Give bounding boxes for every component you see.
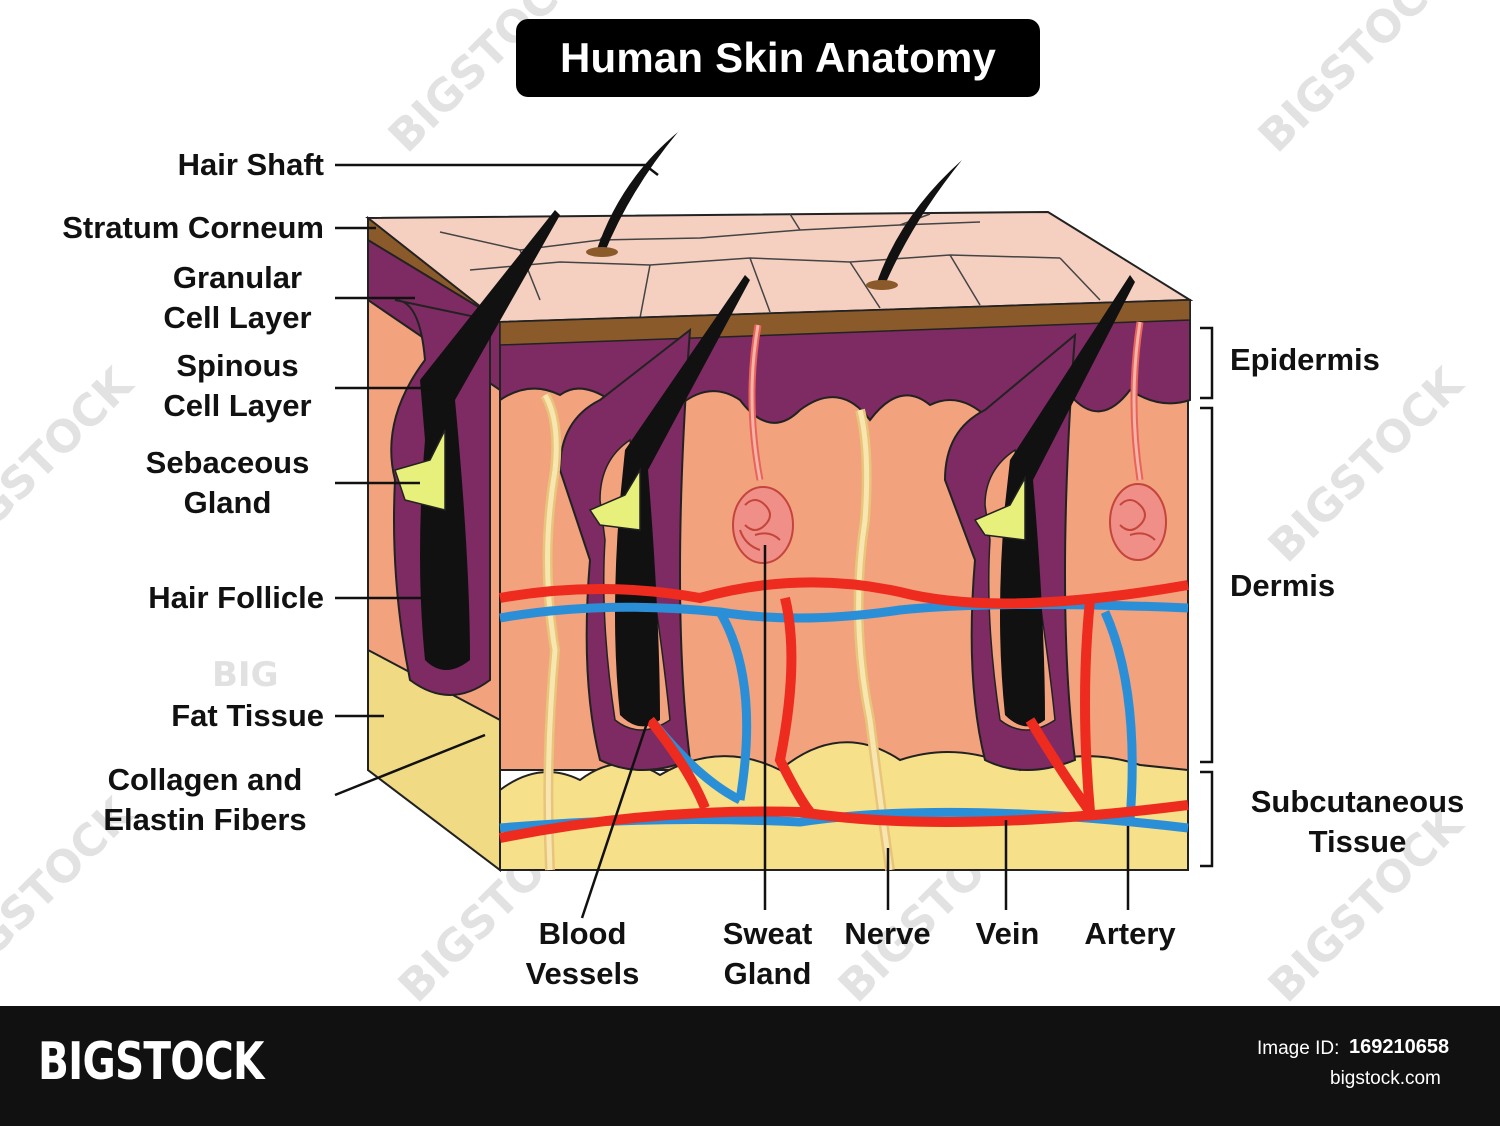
label-granular-cell-layer: Granular Cell Layer [140, 258, 335, 338]
page-title: Human Skin Anatomy [559, 34, 997, 81]
skin-cross-section [334, 132, 1214, 919]
hair-follicles [390, 210, 1135, 771]
label-collagen-line1: Collagen and [107, 762, 303, 797]
label-blood-line1: Blood [538, 916, 627, 951]
sweat-glands [732, 321, 1167, 564]
footer-bar [0, 1006, 1500, 1126]
label-spinous-cell-layer: Spinous Cell Layer [140, 346, 335, 426]
label-collagen-elastin: Collagen and Elastin Fibers [80, 760, 330, 840]
label-sebaceous-gland: Sebaceous Gland [125, 443, 330, 523]
nerve-inner [542, 393, 893, 871]
brand-logo: BIGSTOCK [38, 1032, 264, 1092]
label-sweat-line1: Sweat [722, 916, 813, 951]
stratum-corneum [499, 299, 1191, 346]
label-sweat-line2: Gland [723, 956, 812, 991]
label-dermis: Dermis [1230, 568, 1336, 603]
surface-cracks [439, 213, 1101, 319]
site-url: bigstock.com [1330, 1068, 1441, 1089]
image-id-value: 169210658 [1349, 1036, 1450, 1058]
hair-shaft-1 [596, 132, 678, 254]
label-blood-vessels: Blood Vessels [500, 914, 665, 994]
leader-lines [334, 163, 1214, 919]
label-vein: Vein [975, 916, 1040, 951]
hair-shaft-2 [876, 160, 962, 287]
label-granular-line2: Cell Layer [163, 300, 312, 335]
label-stratum-corneum: Stratum Corneum [62, 210, 324, 245]
label-sebaceous-line1: Sebaceous [145, 445, 310, 480]
label-hair-follicle: Hair Follicle [148, 580, 324, 615]
label-granular-line1: Granular [172, 260, 303, 295]
label-epidermis: Epidermis [1230, 342, 1380, 377]
label-fat-tissue: Fat Tissue [171, 698, 324, 733]
label-subcutaneous-line2: Tissue [1308, 824, 1407, 859]
label-subcutaneous-tissue: Subcutaneous Tissue [1225, 782, 1490, 862]
watermark-short: BIG [212, 655, 279, 695]
label-hair-shaft: Hair Shaft [177, 147, 324, 182]
label-sebaceous-line2: Gland [183, 485, 272, 520]
label-nerve: Nerve [844, 916, 931, 951]
title-banner: Human Skin Anatomy [516, 19, 1040, 97]
label-artery: Artery [1084, 916, 1176, 951]
label-spinous-line2: Cell Layer [163, 388, 312, 423]
label-spinous-line1: Spinous [176, 348, 299, 383]
label-blood-line2: Vessels [525, 956, 640, 991]
image-id-label: Image ID: [1257, 1038, 1340, 1059]
label-collagen-line2: Elastin Fibers [103, 802, 307, 837]
arteries [499, 577, 1189, 843]
label-subcutaneous-line1: Subcutaneous [1250, 784, 1465, 819]
label-sweat-gland: Sweat Gland [705, 914, 830, 994]
